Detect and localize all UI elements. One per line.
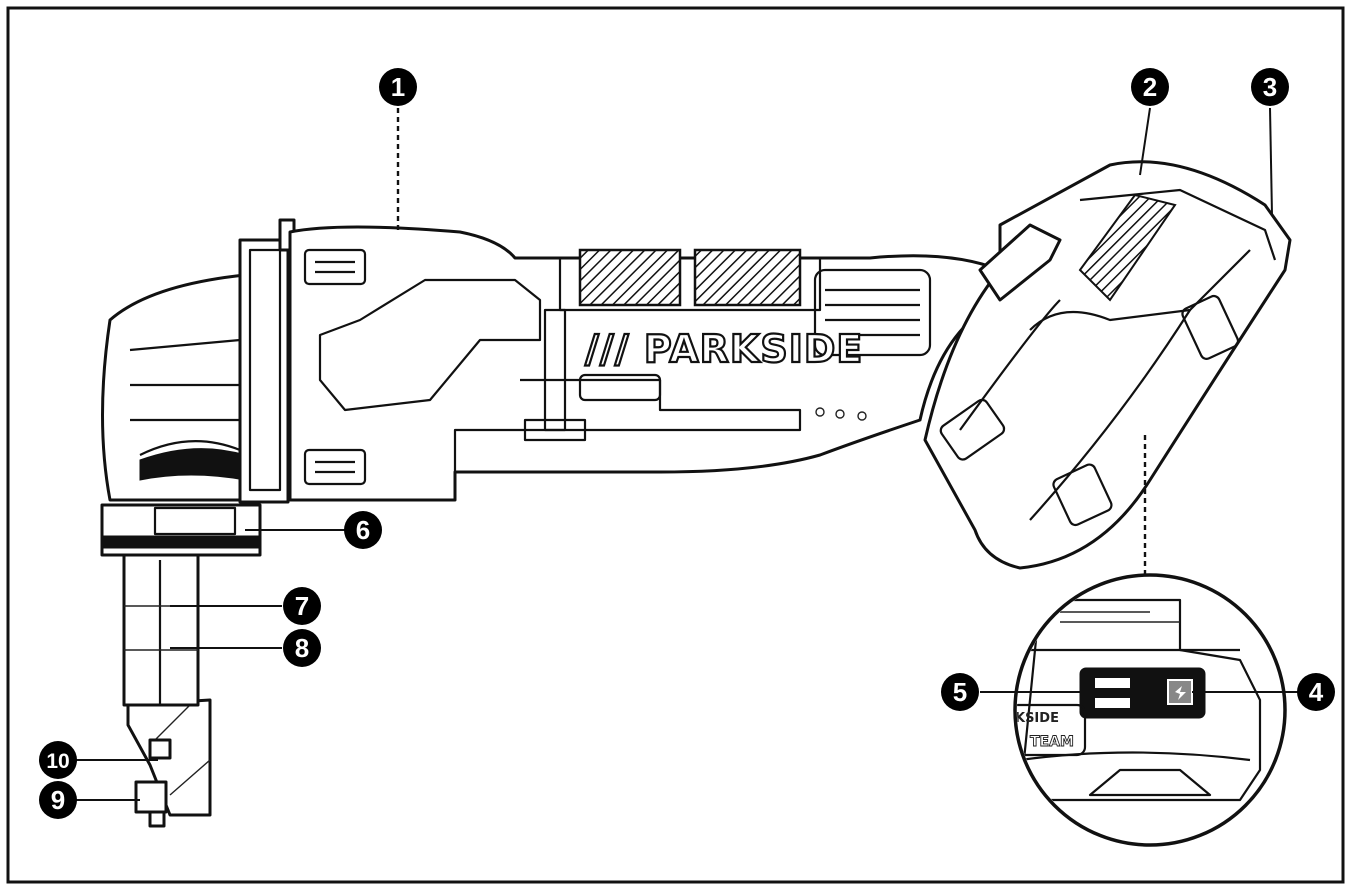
- callout-4: 4: [1297, 673, 1335, 711]
- body-relief: [318, 278, 542, 412]
- callout-9: 9: [39, 781, 77, 819]
- callout-3-label: 3: [1263, 72, 1277, 102]
- die-nut: [148, 810, 166, 828]
- callout-5: 5: [941, 673, 979, 711]
- punch-tip: [148, 738, 172, 760]
- brand-label: /// PARKSIDE: [585, 327, 863, 371]
- callout-1: 1: [379, 68, 417, 106]
- callout-5-label: 5: [953, 677, 967, 707]
- callout-2: 2: [1131, 68, 1169, 106]
- inset-brand-top: KSIDE: [1015, 711, 1059, 726]
- callout-6-label: 6: [356, 515, 370, 545]
- inset-detail: KSIDE TEAM: [1013, 573, 1287, 847]
- grip-strip: [543, 308, 567, 432]
- callout-8-label: 8: [295, 633, 309, 663]
- callout-1-label: 1: [391, 72, 405, 102]
- callout-7-label: 7: [295, 591, 309, 621]
- callout-4-label: 4: [1309, 677, 1324, 707]
- callout-9-label: 9: [51, 785, 65, 815]
- figure-frame: [6, 6, 1345, 884]
- callout-3: 3: [1251, 68, 1289, 106]
- leader-2: [1139, 107, 1151, 176]
- clamp-band: [101, 535, 261, 549]
- callout-2-label: 2: [1143, 72, 1157, 102]
- callout-8: 8: [283, 629, 321, 667]
- vent-grille-2: [693, 248, 802, 307]
- rear-vent: [813, 268, 932, 357]
- callout-6: 6: [344, 511, 382, 549]
- inset-brand-bottom: TEAM: [1030, 734, 1074, 750]
- front-vent-top: [303, 248, 367, 286]
- callout-markers: 1 2 3 4 5 6 7 8: [39, 68, 1335, 819]
- callout-7: 7: [283, 587, 321, 625]
- leader-lines: [76, 107, 1298, 801]
- die-bolt-block: [134, 780, 168, 814]
- battery-release: [978, 223, 1062, 302]
- battery-vent: [1078, 193, 1177, 302]
- leader-3: [1269, 107, 1273, 216]
- tool-body: /// PARKSIDE: [288, 225, 1002, 502]
- callout-10-label: 10: [46, 750, 69, 773]
- battery-housing: [923, 160, 1292, 570]
- front-vent-bottom: [303, 448, 367, 486]
- inset-brand-badge: [1017, 703, 1087, 757]
- callout-10: 10: [39, 741, 77, 779]
- battery-pack: [923, 160, 1292, 570]
- vent-grille-1: [578, 248, 682, 307]
- cutting-head: [100, 218, 296, 828]
